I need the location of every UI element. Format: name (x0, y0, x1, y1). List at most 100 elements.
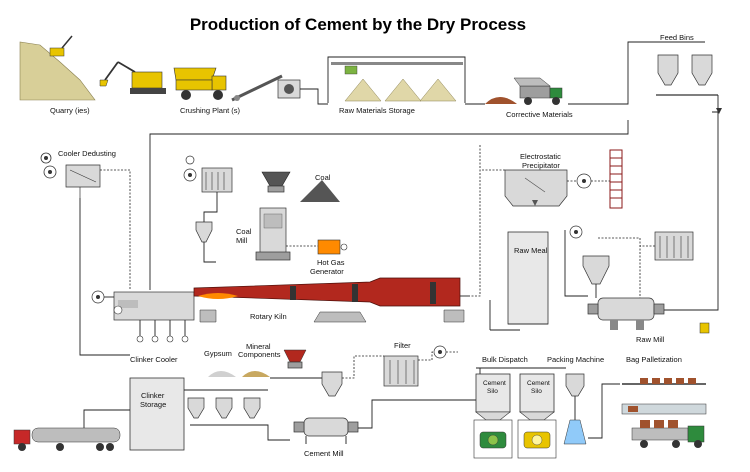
raw-meal-silo (507, 231, 549, 325)
cyclone-icon (582, 255, 610, 285)
gypsum-label: Gypsum (204, 349, 232, 358)
excavator-icon (99, 61, 166, 94)
electrostatic-precipitator-label-1: Electrostatic (520, 152, 561, 161)
quarry-label: Quarry (ies) (50, 106, 90, 115)
feed-bins-label: Feed Bins (660, 33, 694, 42)
hot-gas-generator (317, 239, 348, 255)
fan-icon (91, 290, 105, 304)
cement-silo-1-label-1: Cement (483, 380, 506, 387)
diagram-title: Production of Cement by the Dry Process (190, 15, 526, 34)
bulk-truck-icon (523, 431, 551, 449)
filter-unit (383, 345, 458, 387)
raw-materials-storage-label: Raw Materials Storage (339, 106, 415, 115)
dust-filter (201, 167, 233, 193)
mineral-components-label-2: Components (238, 350, 281, 359)
bag-palletization-label: Bag Palletization (626, 355, 682, 364)
clinker-cooler (113, 291, 195, 343)
mineral-hopper (283, 349, 307, 369)
coal-mill (255, 207, 291, 261)
gypsum-pile (208, 371, 236, 377)
fan-icon (40, 152, 52, 164)
silo-icon (187, 397, 205, 419)
cement-silo-2 (517, 373, 557, 459)
electrostatic-precipitator-label-2: Precipitator (522, 161, 560, 170)
bulk-truck-icon (479, 431, 507, 449)
mineral-pile (242, 371, 270, 377)
clinker-storage-label-1: Clinker (141, 391, 165, 400)
corrective-materials-label: Corrective Materials (506, 110, 573, 119)
silo-icon (657, 54, 679, 86)
crusher (277, 79, 301, 99)
tanker-truck-icon (13, 427, 121, 451)
coal-mill-label-1: Coal (236, 227, 252, 236)
packing-machine (563, 373, 587, 445)
hot-gas-generator-label-2: Generator (310, 267, 344, 276)
excavator-icon (49, 35, 73, 57)
hook-icon (699, 322, 710, 334)
fan-icon (183, 168, 197, 182)
conveyor-icon (231, 74, 283, 102)
flow-line (660, 112, 719, 311)
cooler-dedusting-label: Cooler Dedusting (58, 149, 116, 158)
fan-icon (113, 305, 123, 315)
flow-line (342, 355, 384, 379)
raw-mill-label: Raw Mill (636, 335, 665, 344)
flow-line (149, 120, 629, 290)
hot-gas-generator-label-1: Hot Gas (317, 258, 345, 267)
fan-icon (576, 173, 592, 189)
clinker-storage-label-2: Storage (140, 400, 166, 409)
raw-meal-label: Raw Meal (514, 246, 548, 255)
flow-line (598, 237, 641, 298)
coal-hopper (261, 171, 291, 193)
feed-bins (656, 54, 722, 114)
pallet-icon (621, 403, 707, 415)
mineral-components-label-1: Mineral (246, 342, 271, 351)
flow-line (358, 368, 481, 429)
flow-line (300, 88, 328, 105)
flow-line (588, 383, 620, 439)
raw-materials-storage (327, 56, 466, 103)
silo-icon (691, 54, 713, 86)
flow-line (203, 192, 218, 222)
conveyor-icon (622, 378, 706, 385)
dump-truck-icon (173, 67, 227, 100)
dump-truck-icon (513, 77, 563, 105)
raw-mill (587, 297, 665, 330)
bulk-dispatch-label: Bulk Dispatch (482, 355, 528, 364)
stack (609, 149, 623, 209)
silo-icon (243, 397, 261, 419)
coal-mill-label-2: Mill (236, 236, 248, 245)
cooler-dedusting-unit (65, 164, 101, 198)
fan-icon (185, 155, 195, 165)
electrostatic-precipitator (504, 149, 623, 209)
packing-machine-label: Packing Machine (547, 355, 604, 364)
fan-icon (43, 165, 57, 179)
clinker-feed-bins (187, 397, 261, 419)
cement-silo-2-label-1: Cement (527, 380, 550, 387)
clinker-storage (129, 377, 185, 451)
clinker-cooler-label: Clinker Cooler (130, 355, 178, 364)
cement-mill (293, 417, 359, 444)
coal-label: Coal (315, 173, 331, 182)
raw-mill-system (564, 225, 694, 330)
dust-filter (654, 231, 694, 261)
bag-palletization (621, 378, 707, 448)
cement-silo-2-label-2: Silo (531, 388, 542, 395)
quarry (19, 35, 166, 101)
flow-line (190, 424, 290, 441)
cement-silo-1 (473, 373, 513, 459)
flow-line (100, 169, 131, 290)
cement-silo-1-label-2: Silo (487, 388, 498, 395)
cyclone-icon (195, 221, 213, 243)
filter-label: Filter (394, 341, 411, 350)
corrective-materials (485, 77, 563, 105)
rotary-kiln-label: Rotary Kiln (250, 312, 287, 321)
cement-mill-label: Cement Mill (304, 449, 344, 458)
silo-icon (215, 397, 233, 419)
flame (198, 293, 238, 299)
flow-line (470, 145, 481, 297)
flow-line (564, 230, 588, 297)
flow-line (203, 242, 216, 263)
crushing-plant-label: Crushing Plant (s) (180, 106, 241, 115)
